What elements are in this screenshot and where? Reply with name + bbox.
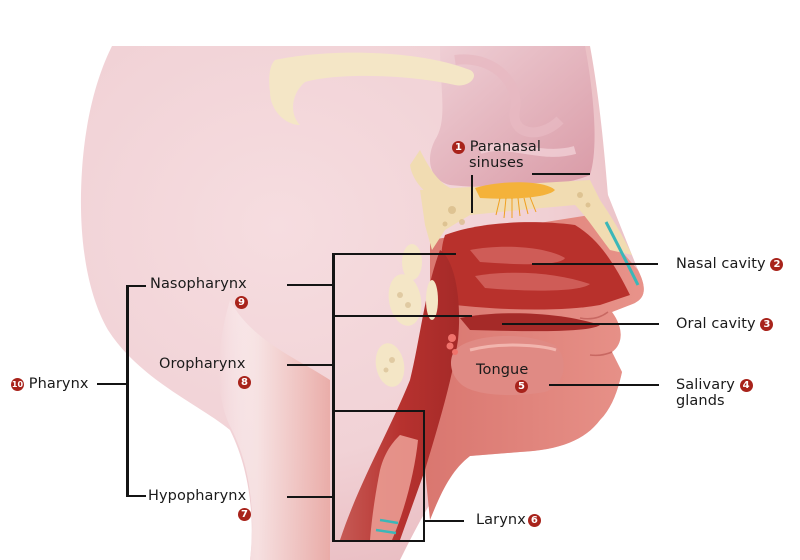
- nasal-cavity-text: Nasal cavity: [676, 256, 766, 272]
- larynx-text: Larynx: [476, 512, 526, 528]
- leader-paranasal-vertical: [471, 175, 473, 213]
- corpus-callosum: [269, 52, 475, 125]
- marker-9: 9: [235, 296, 248, 309]
- label-pharynx: 10 Pharynx: [11, 376, 89, 392]
- marker-5: 5: [515, 380, 528, 393]
- olfactory-bulb: [475, 182, 555, 199]
- paranasal-line1: Paranasal: [469, 139, 541, 155]
- bracket-naso-oro-divider: [332, 315, 472, 317]
- leader-paranasal-horizontal: [532, 173, 590, 175]
- tongue: [450, 335, 564, 396]
- pharynx-text: Pharynx: [28, 376, 89, 392]
- label-hypopharynx: Hypopharynx: [148, 488, 246, 504]
- vertebrae: [375, 244, 438, 387]
- salivary-line1: Salivary: [676, 377, 735, 393]
- bracket-nasopharynx-top: [332, 253, 456, 255]
- marker-3: 3: [760, 318, 774, 331]
- label-nasal-cavity: Nasal cavity 2: [676, 256, 784, 272]
- skull-base-bone: [420, 180, 632, 255]
- leader-oropharynx: [287, 364, 333, 366]
- pharynx: [340, 250, 460, 540]
- nasopharynx-text: Nasopharynx: [150, 276, 247, 292]
- paranasal-line2: sinuses: [469, 155, 524, 171]
- marker-2: 2: [770, 258, 784, 271]
- bracket-larynx-box-top: [332, 410, 425, 412]
- leader-nasal-cavity: [532, 263, 658, 265]
- marker-6: 6: [527, 514, 541, 527]
- label-paranasal-sinuses: 1 Paranasal sinuses: [452, 139, 541, 171]
- label-oral-cavity: Oral cavity 3: [676, 316, 774, 332]
- label-oropharynx: Oropharynx: [159, 356, 246, 372]
- bracket-bottom: [332, 540, 425, 542]
- label-salivary-glands: Salivary 4 glands: [676, 377, 753, 409]
- bracket-right-vertical: [332, 253, 335, 542]
- oral-cavity-text: Oral cavity: [676, 316, 756, 332]
- leader-salivary: [549, 384, 659, 386]
- trachea: [370, 435, 418, 540]
- salivary-line2: glands: [676, 393, 725, 409]
- marker-4: 4: [739, 379, 753, 392]
- oropharynx-text: Oropharynx: [159, 356, 246, 372]
- leader-larynx: [424, 520, 464, 522]
- nasal-cartilage: [604, 221, 640, 286]
- leader-nasopharynx: [287, 284, 333, 286]
- pharynx-tree-top: [126, 285, 146, 287]
- marker-7: 7: [238, 508, 251, 521]
- pharynx-tree-bottom: [126, 495, 146, 497]
- label-tongue: Tongue: [476, 362, 528, 378]
- bracket-larynx-box-right: [423, 410, 425, 541]
- pharynx-tree-vertical: [126, 285, 129, 497]
- tongue-text: Tongue: [476, 362, 529, 378]
- pharynx-stub: [97, 383, 127, 385]
- hypopharynx-text: Hypopharynx: [148, 488, 247, 504]
- oral-cavity: [460, 313, 600, 332]
- leader-hypopharynx: [287, 496, 333, 498]
- marker-1: 1: [452, 141, 465, 154]
- label-nasopharynx: Nasopharynx: [150, 276, 247, 292]
- leader-oral-cavity: [502, 323, 659, 325]
- marker-10: 10: [11, 378, 24, 391]
- marker-8: 8: [238, 376, 251, 389]
